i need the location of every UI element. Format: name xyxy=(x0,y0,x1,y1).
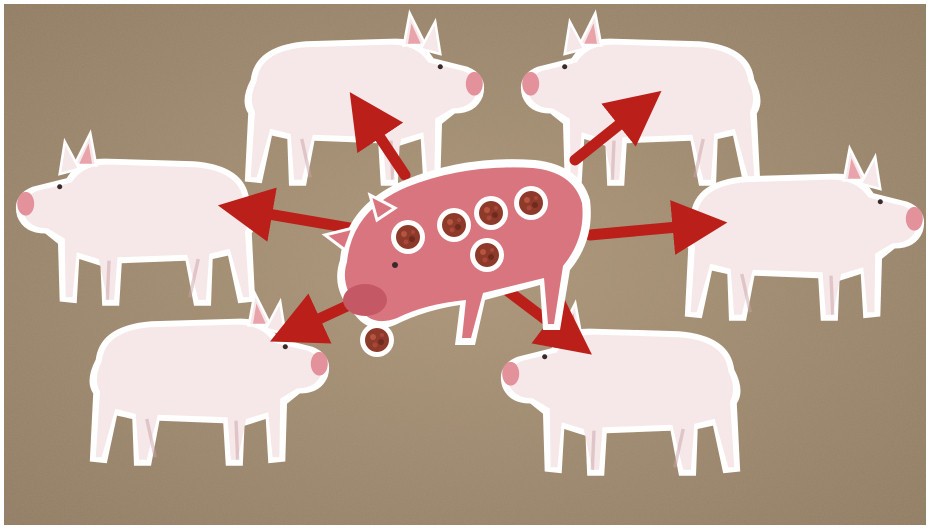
virus-particle xyxy=(360,323,394,357)
virus-particle xyxy=(514,186,548,220)
virus-particle xyxy=(391,220,425,254)
virus-particle xyxy=(437,208,471,242)
virus-particle xyxy=(474,196,508,230)
virus-particle xyxy=(470,238,504,272)
